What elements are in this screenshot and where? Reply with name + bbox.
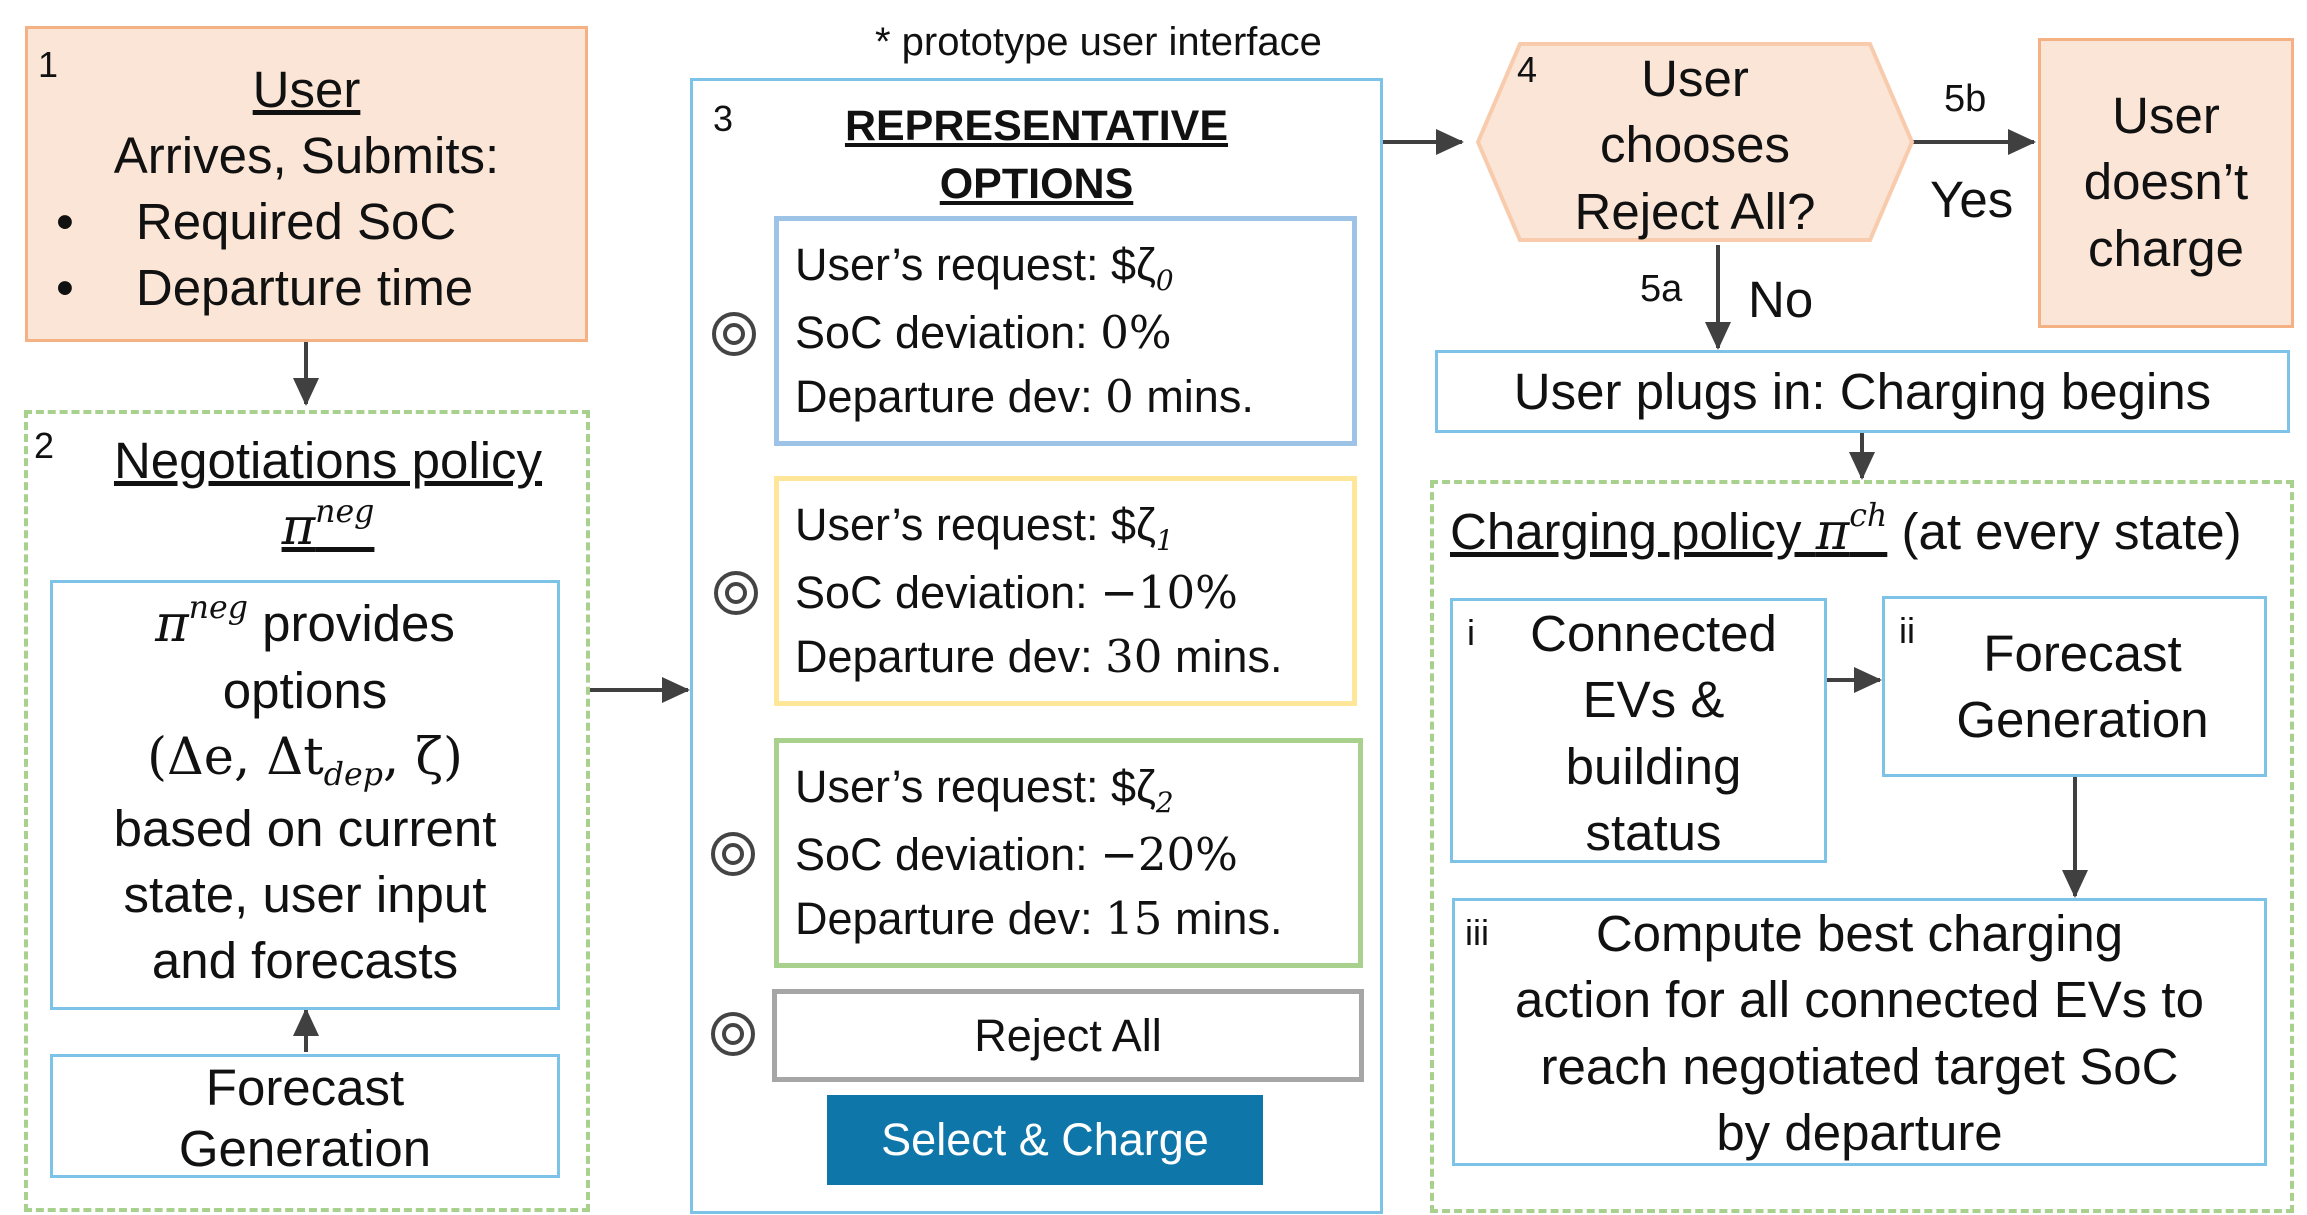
option-tuple-end: , ζ) [382, 727, 463, 787]
departure-value: 30 [1105, 629, 1163, 683]
decision-hexagon [1475, 42, 1915, 242]
ev-status-line: EVs & [1582, 671, 1725, 729]
charging-policy-container: Charging policy πch (at every state) [1430, 480, 2294, 1213]
no-charge-box: User doesn’t charge [2038, 38, 2294, 328]
select-charge-button[interactable]: Select & Charge [827, 1095, 1263, 1185]
yes-step-number: 5b [1944, 78, 1987, 120]
no-charge-line: charge [2088, 219, 2244, 277]
pi-symbol: π [1815, 503, 1850, 562]
negotiation-description-box: πneg provides options (Δe, Δtdep, ζ) bas… [50, 580, 560, 1010]
forecast-generation-box: ii Forecast Generation [1882, 596, 2267, 777]
desc-line: state, user input [123, 866, 487, 924]
plug-in-box: User plugs in: Charging begins [1435, 350, 2290, 433]
departure-value: 0 [1105, 369, 1134, 423]
soc-label: SoC deviation: [795, 306, 1101, 358]
negotiation-policy-container: 2 Negotiations policy πneg πneg provides… [24, 410, 590, 1212]
forecast-box: Forecast Generation [50, 1054, 560, 1178]
departure-value: 15 [1105, 891, 1163, 945]
option-card-3[interactable]: User’s request: $ζ2 SoC deviation: −20% … [774, 738, 1363, 968]
ev-status-line: status [1585, 803, 1722, 861]
bullet-icon: • [56, 259, 74, 317]
substep-number: iii [1465, 912, 1489, 953]
step-number: 4 [1517, 49, 1538, 90]
options-panel: 3 REPRESENTATIVE OPTIONS [690, 78, 1383, 1214]
compute-line: reach negotiated target SoC [1540, 1037, 2179, 1095]
step-number: 3 [713, 98, 734, 139]
ev-status-box: i Connected EVs & building status [1450, 598, 1827, 863]
bullet-departure: Departure time [135, 259, 474, 317]
departure-unit: mins. [1162, 892, 1283, 944]
bullet-soc: Required SoC [135, 193, 457, 250]
user-title: User [252, 61, 361, 118]
decision-question: User chooses Reject All? [1500, 46, 1890, 245]
soc-value: −20% [1100, 827, 1238, 881]
options-text: options [222, 662, 388, 720]
request-index: 1 [1155, 524, 1174, 557]
option-3-radio[interactable] [711, 832, 755, 876]
compute-action-box: iii Compute best charging action for all… [1452, 898, 2267, 1166]
compute-line: action for all connected EVs to [1515, 971, 2204, 1029]
departure-unit: mins. [1162, 630, 1283, 682]
soc-value: 0% [1100, 305, 1172, 359]
compute-line: by departure [1716, 1103, 2003, 1161]
negotiation-title: Negotiations policy [113, 432, 543, 489]
no-label: No [1748, 271, 1814, 328]
request-index: 0 [1155, 264, 1174, 297]
forecast-line: Generation [1956, 691, 2209, 749]
pi-superscript: neg [315, 493, 375, 530]
desc-line: and forecasts [151, 932, 459, 990]
decision-line: User [1641, 50, 1749, 107]
pi-symbol: π [281, 498, 316, 558]
tuple-subscript: dep [323, 756, 383, 793]
departure-label: Departure dev: [795, 370, 1106, 422]
forecast-label: Forecast Generation [178, 1059, 432, 1178]
yes-label: Yes [1930, 171, 2014, 228]
option-tuple: (Δe, Δt [147, 727, 324, 787]
bullet-icon: • [56, 193, 74, 250]
pi-superscript: neg [188, 590, 248, 627]
request-label: User’s request: $ζ [795, 239, 1156, 290]
charging-title-rest: (at every state) [1887, 503, 2242, 560]
departure-unit: mins. [1133, 370, 1254, 422]
decision-line: chooses [1600, 116, 1790, 174]
option-card-1[interactable]: User’s request: $ζ0 SoC deviation: 0% De… [774, 216, 1357, 446]
substep-number: ii [1899, 610, 1915, 651]
soc-label: SoC deviation: [795, 828, 1101, 880]
option-card-2[interactable]: User’s request: $ζ1 SoC deviation: −10% … [774, 476, 1357, 706]
option-2-radio[interactable] [714, 571, 758, 615]
departure-label: Departure dev: [795, 892, 1106, 944]
step-number: 2 [34, 425, 55, 466]
pi-symbol: π [155, 595, 189, 654]
reject-all-option[interactable]: Reject All [772, 989, 1364, 1082]
prototype-note: * prototype user interface [875, 20, 1322, 64]
charging-title: Charging policy [1450, 503, 1816, 560]
departure-label: Departure dev: [795, 630, 1106, 682]
options-title: REPRESENTATIVE [844, 102, 1229, 150]
provides-text: provides [262, 595, 455, 652]
option-1-radio[interactable] [712, 312, 756, 356]
no-charge-line: User [2112, 87, 2220, 144]
compute-line: Compute best charging [1595, 905, 2124, 962]
user-subtitle: Arrives, Submits: [113, 127, 500, 185]
soc-label: SoC deviation: [795, 566, 1101, 618]
ev-status-line: building [1565, 737, 1742, 795]
substep-number: i [1467, 612, 1475, 653]
forecast-line: Forecast [1983, 625, 2182, 682]
no-charge-line: doesn’t [2083, 153, 2249, 211]
user-box: 1 User Arrives, Submits: • Required SoC •… [25, 26, 588, 342]
pi-superscript: ch [1849, 498, 1888, 535]
request-label: User’s request: $ζ [795, 761, 1156, 812]
desc-line: based on current [113, 799, 497, 857]
request-label: User’s request: $ζ [795, 499, 1156, 550]
step-number: 1 [38, 44, 59, 85]
request-index: 2 [1155, 786, 1174, 819]
ev-status-line: Connected [1530, 605, 1777, 662]
soc-value: −10% [1100, 565, 1238, 619]
no-step-number: 5a [1640, 268, 1683, 310]
decision-line: Reject All? [1574, 182, 1816, 240]
options-title-line2: OPTIONS [939, 160, 1134, 209]
reject-radio[interactable] [711, 1012, 755, 1056]
